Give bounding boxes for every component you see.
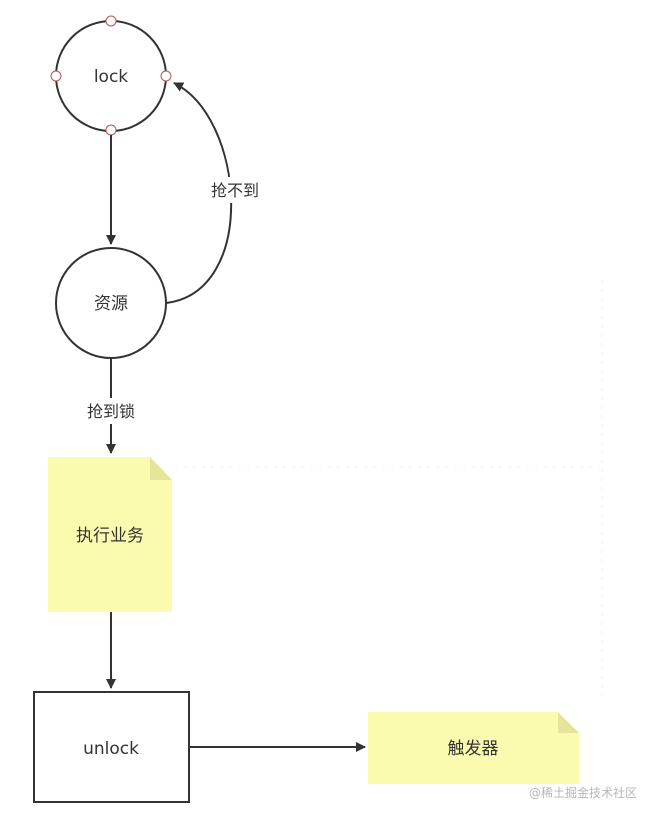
execute-note-label: 执行业务: [76, 526, 144, 546]
connection-handle[interactable]: [50, 70, 62, 82]
resource-node-label: 资源: [94, 294, 128, 314]
connection-handle[interactable]: [160, 70, 172, 82]
edge-acquired-label: 抢到锁: [87, 402, 135, 421]
unlock-node[interactable]: unlock: [33, 691, 190, 803]
note-fold: [558, 712, 579, 733]
lock-node-label: lock: [94, 67, 128, 87]
note-fold: [150, 457, 172, 480]
edge-retry-label-bg: [200, 177, 270, 203]
lock-node[interactable]: lock: [50, 15, 172, 136]
trigger-note-label: 触发器: [448, 739, 499, 759]
edge-acquired-label-bg: [75, 398, 147, 424]
connection-handle[interactable]: [105, 15, 117, 27]
execute-note[interactable]: 执行业务: [48, 457, 172, 612]
unlock-node-label: unlock: [83, 739, 139, 759]
watermark: @稀土掘金技术社区: [529, 785, 637, 800]
edge-retry-label: 抢不到: [211, 181, 259, 200]
connection-handle[interactable]: [105, 124, 117, 136]
resource-node[interactable]: 资源: [55, 247, 167, 359]
trigger-note[interactable]: 触发器: [368, 712, 579, 784]
